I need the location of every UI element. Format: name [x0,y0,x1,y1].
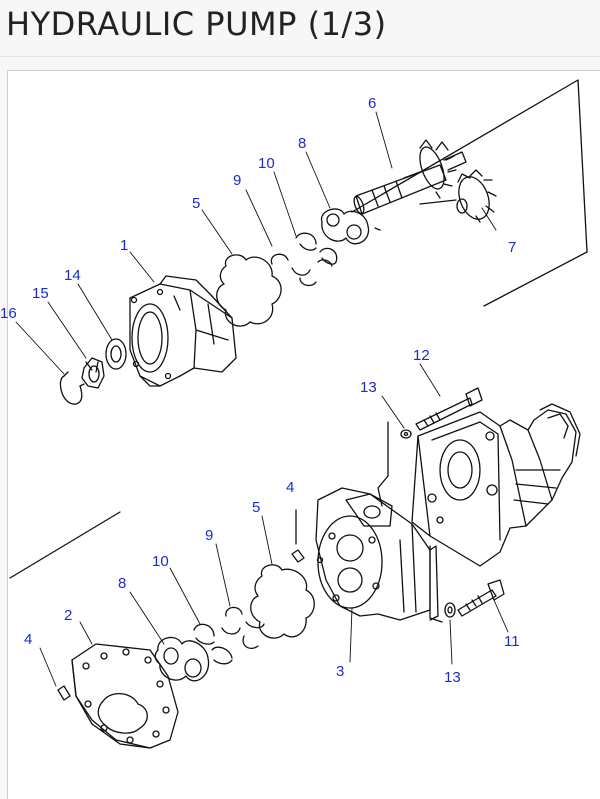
dowel-pin-left-part [57,685,71,701]
callout-2: 2 [64,607,72,624]
drive-shaft-part [353,139,467,215]
page-title: HYDRAULIC PUMP (1/3) [6,5,387,43]
callout-16: 16 [0,305,17,322]
bushing-plate-upper-part [320,208,370,245]
washer-13-upper-part [400,429,412,439]
gasket-upper-part [216,254,282,327]
callout-4-left: 4 [24,631,32,648]
callout-10-lower: 10 [152,553,169,570]
callout-14: 14 [64,267,81,284]
snap-ring-part [59,371,85,405]
callout-11: 11 [504,633,520,650]
callout-7: 7 [508,239,516,256]
callout-12: 12 [413,347,430,364]
dowel-pin-center-part [291,509,305,563]
washer-13-lower-part [444,602,456,618]
callout-15: 15 [32,285,49,302]
callout-10-upper: 10 [258,155,275,172]
short-bolt-part [457,579,505,617]
callout-6: 6 [368,95,376,112]
callout-5-upper: 5 [192,195,200,212]
lower-group-outline [9,511,443,623]
center-housing-part [315,487,439,621]
callout-5-lower: 5 [252,499,260,516]
page-header: HYDRAULIC PUMP (1/3) [0,0,600,57]
upper-group-outline [351,79,588,307]
callout-1: 1 [120,237,128,254]
callout-13-lower: 13 [444,669,461,686]
callout-8-upper: 8 [298,135,306,152]
bushing-plate-lower-part [154,636,210,682]
diagram-frame [7,70,600,799]
callout-9-upper: 9 [233,172,241,189]
callout-8-lower: 8 [118,575,126,592]
gasket-lower-part [250,564,315,639]
backup-ring-lower-part [193,623,233,665]
nut-part [81,357,105,389]
callout-3: 3 [336,663,344,680]
callout-9-lower: 9 [205,527,213,544]
rear-pump-assembly [377,403,581,567]
front-housing-part [129,275,237,387]
backup-ring-upper-part [295,232,338,265]
long-bolt-part [415,387,483,431]
end-cover-part [71,643,179,749]
seal-ring-upper-part [270,253,333,287]
callout-13-upper: 13 [360,379,377,396]
leader-lines [15,111,509,687]
callout-labels: 6 7 8 10 9 5 1 14 15 16 12 13 4 5 9 10 8… [0,95,520,686]
driven-gear-part [419,169,497,223]
callout-4-center: 4 [286,479,294,496]
washer-part [105,338,127,370]
seal-ring-lower-part [221,606,265,650]
